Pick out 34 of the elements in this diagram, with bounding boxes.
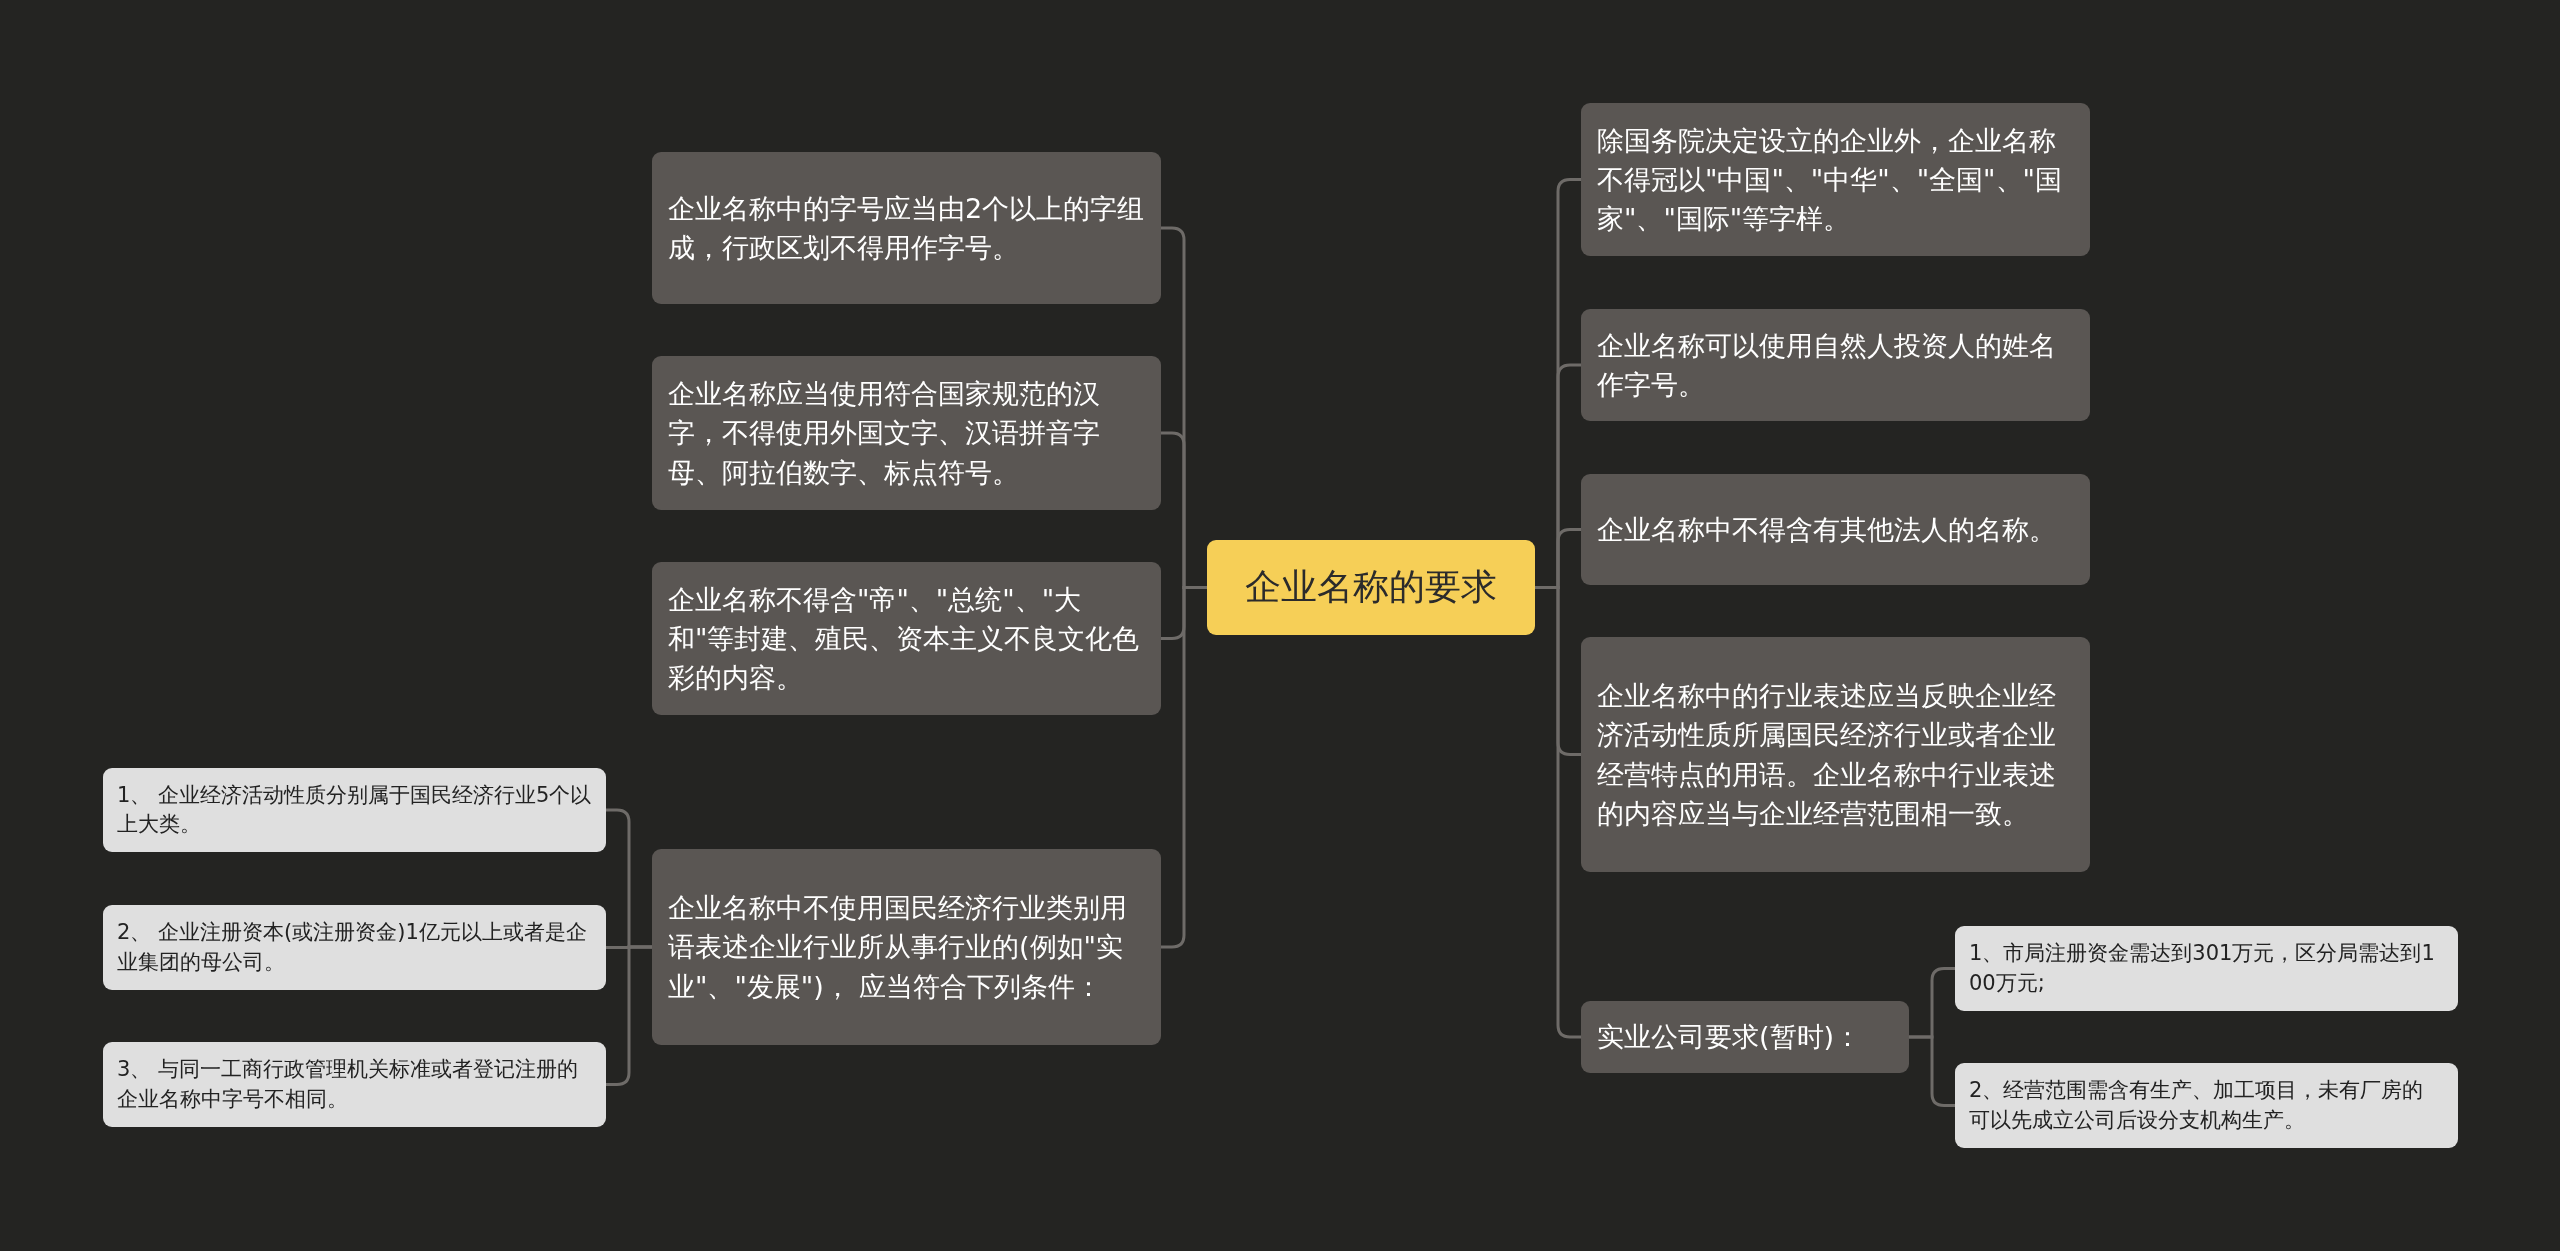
topic-text: 实业公司要求(暂时)： bbox=[1597, 1020, 1862, 1055]
topic-box bbox=[652, 152, 1161, 304]
topic-text: 企业名称可以使用自然人投资人的姓名作字号。 bbox=[1597, 328, 2057, 402]
topic-text: 企业名称中不使用国民经济行业类别用语表述企业行业所从事行业的(例如"实业"、"发展")， 应当符合下列条件： bbox=[668, 891, 1128, 1004]
connector-line bbox=[1909, 1035, 1955, 1107]
topic-text: 企业名称的要求 bbox=[1245, 565, 1497, 610]
topic-text: 企业名称中的行业表述应当反映企业经济活动性质所属国民经济行业或者企业经营特点的用语。企业名称中行业表述的内容应当与企业经营范围相一致。 bbox=[1597, 679, 2057, 831]
topic-text: 企业名称应当使用符合国家规范的汉字，不得使用外国文字、汉语拼音字母、阿拉伯数字、标点符号。 bbox=[668, 377, 1101, 490]
topic-box bbox=[1581, 637, 2090, 872]
topic-text: 2、经营范围需含有生产、加工项目，未有厂房的可以先成立公司后设分支机构生产。 bbox=[1969, 1077, 2425, 1134]
topic-text: 企业名称中的字号应当由2个以上的字组成，行政区划不得用作字号。 bbox=[668, 191, 1145, 265]
topic-box bbox=[1581, 1001, 1909, 1073]
topic-box bbox=[1581, 309, 2090, 421]
topic-box bbox=[652, 356, 1161, 510]
topic-box bbox=[652, 849, 1161, 1045]
topic-text: 企业名称中不得含有其他法人的名称。 bbox=[1597, 512, 2056, 547]
topic-box bbox=[1581, 103, 2090, 256]
connector-line bbox=[1535, 586, 1581, 1039]
subtopic-box bbox=[1955, 1063, 2458, 1148]
topic-box bbox=[1581, 474, 2090, 585]
subtopic-box bbox=[1955, 926, 2458, 1011]
subtopic-box bbox=[103, 905, 606, 990]
topic-text: 企业名称不得含"帝"、"总统"、"大和"等封建、殖民、资本主义不良文化色彩的内容。 bbox=[668, 582, 1141, 696]
subtopic-box bbox=[103, 1042, 606, 1127]
connector-line bbox=[1161, 586, 1207, 949]
connector-line bbox=[606, 945, 652, 1086]
root-topic bbox=[1207, 540, 1535, 635]
topic-text: 2、 企业注册资本(或注册资金)1亿元以上或者是企业集团的母公司。 bbox=[117, 919, 588, 976]
topic-text: 3、 与同一工商行政管理机关标准或者登记注册的企业名称中字号不相同。 bbox=[117, 1056, 580, 1113]
topic-box bbox=[652, 562, 1161, 715]
topic-text: 除国务院决定设立的企业外，企业名称不得冠以"中国"、"中华"、"全国"、"国家"、"国际"等字样。 bbox=[1597, 123, 2063, 237]
subtopic-box bbox=[103, 768, 606, 852]
topic-text: 1、市局注册资金需达到301万元，区分局需达到100万元; bbox=[1969, 940, 2436, 997]
topic-text: 1、 企业经济活动性质分别属于国民经济行业5个以上大类。 bbox=[117, 781, 592, 838]
